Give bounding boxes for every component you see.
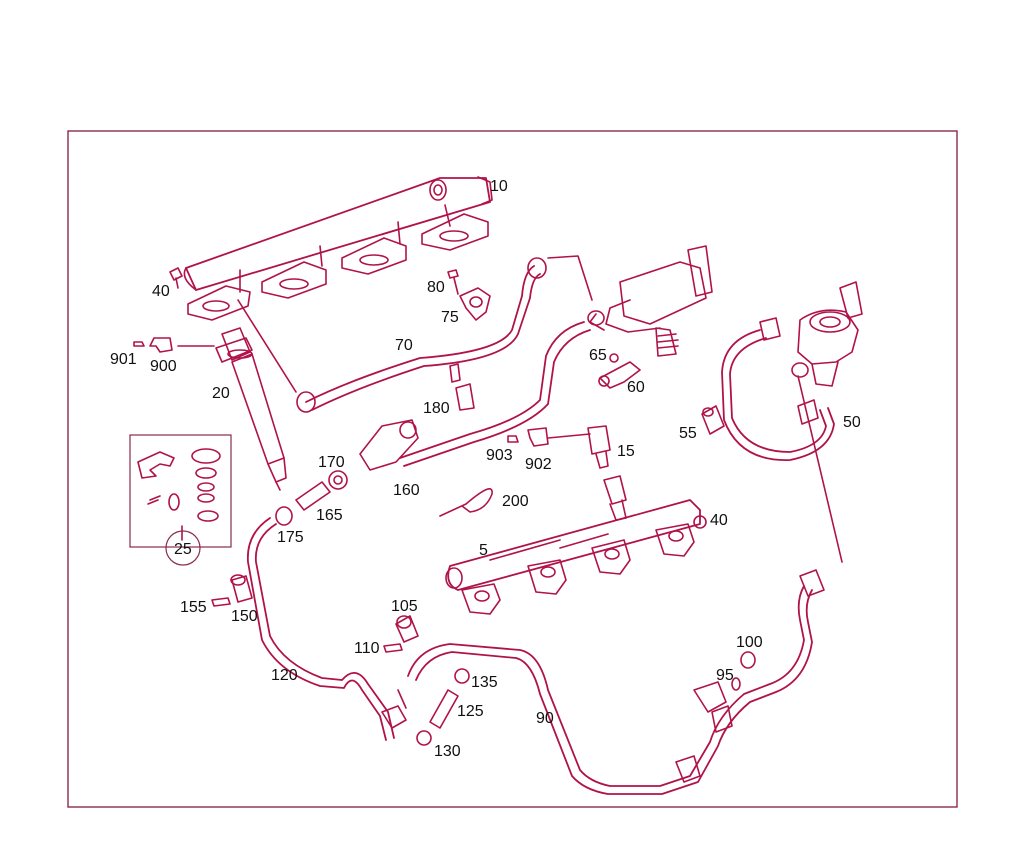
ring-175[interactable] [275, 506, 293, 526]
clip-901[interactable] [133, 341, 145, 347]
callout-20: 20 [212, 385, 230, 402]
callout-120: 120 [271, 667, 298, 684]
callout-40-upper: 40 [152, 283, 170, 300]
fitting-60[interactable] [598, 361, 641, 389]
pump-housing-right[interactable] [791, 281, 863, 387]
callout-180: 180 [423, 400, 450, 417]
fuel-line-90[interactable] [407, 569, 825, 795]
return-line-50[interactable] [721, 317, 843, 563]
bolt-80[interactable] [447, 269, 459, 295]
callout-160: 160 [393, 482, 420, 499]
callout-100: 100 [736, 634, 763, 651]
bolt-155[interactable] [211, 597, 231, 607]
callout-902: 902 [525, 456, 552, 473]
callout-135: 135 [471, 674, 498, 691]
callout-5: 5 [479, 542, 488, 559]
pressure-line-160[interactable] [359, 321, 591, 471]
high-pressure-pump[interactable] [587, 245, 713, 357]
bolt-40-upper[interactable] [169, 267, 183, 289]
diagram-frame [67, 130, 958, 808]
callout-25: 25 [174, 541, 192, 558]
clip-130[interactable] [416, 730, 432, 746]
callout-130: 130 [434, 743, 461, 760]
hose-125[interactable] [429, 689, 459, 729]
clip-902[interactable] [527, 427, 549, 447]
callout-70: 70 [395, 337, 413, 354]
pin-65[interactable] [609, 353, 619, 363]
callout-90: 90 [536, 710, 554, 727]
clip-903[interactable] [507, 435, 519, 443]
bracket-75[interactable] [459, 287, 491, 321]
callout-175: 175 [277, 529, 304, 546]
holder-150[interactable] [230, 574, 253, 603]
cap-100[interactable] [740, 651, 756, 669]
seal-kit-box [129, 434, 232, 548]
callout-10: 10 [490, 178, 508, 195]
callout-75: 75 [441, 309, 459, 326]
callout-65: 65 [589, 347, 607, 364]
callout-170: 170 [318, 454, 345, 471]
callout-60: 60 [627, 379, 645, 396]
fuel-rail-lower[interactable] [445, 475, 701, 615]
nut-170[interactable] [328, 470, 348, 490]
fitting-55[interactable] [701, 405, 725, 435]
callout-155: 155 [180, 599, 207, 616]
clip-900[interactable] [149, 337, 173, 353]
callout-circle-25 [165, 530, 201, 566]
injector[interactable] [177, 327, 287, 491]
callout-200: 200 [502, 493, 529, 510]
pressure-line-70[interactable] [296, 255, 593, 413]
callout-900: 900 [150, 358, 177, 375]
callout-15: 15 [617, 443, 635, 460]
callout-55: 55 [679, 425, 697, 442]
clip-135[interactable] [454, 668, 470, 684]
cable-tie-200[interactable] [439, 488, 493, 517]
callout-40-lower: 40 [710, 512, 728, 529]
callout-50: 50 [843, 414, 861, 431]
sleeve-165[interactable] [295, 481, 331, 511]
callout-110: 110 [354, 640, 380, 657]
clamp-180[interactable] [449, 363, 475, 411]
callout-105: 105 [391, 598, 418, 615]
callout-125: 125 [457, 703, 484, 720]
callout-903: 903 [486, 447, 513, 464]
pressure-sensor-15[interactable] [547, 425, 611, 469]
seal-95[interactable] [731, 677, 741, 691]
bolt-110[interactable] [383, 643, 403, 653]
callout-165: 165 [316, 507, 343, 524]
callout-150: 150 [231, 608, 258, 625]
leak-line-120[interactable] [247, 517, 407, 741]
callout-901: 901 [110, 351, 137, 368]
fitting-105[interactable] [395, 615, 419, 643]
callout-95: 95 [716, 667, 734, 684]
callout-80: 80 [427, 279, 445, 296]
fuel-rail-upper[interactable] [183, 176, 493, 393]
